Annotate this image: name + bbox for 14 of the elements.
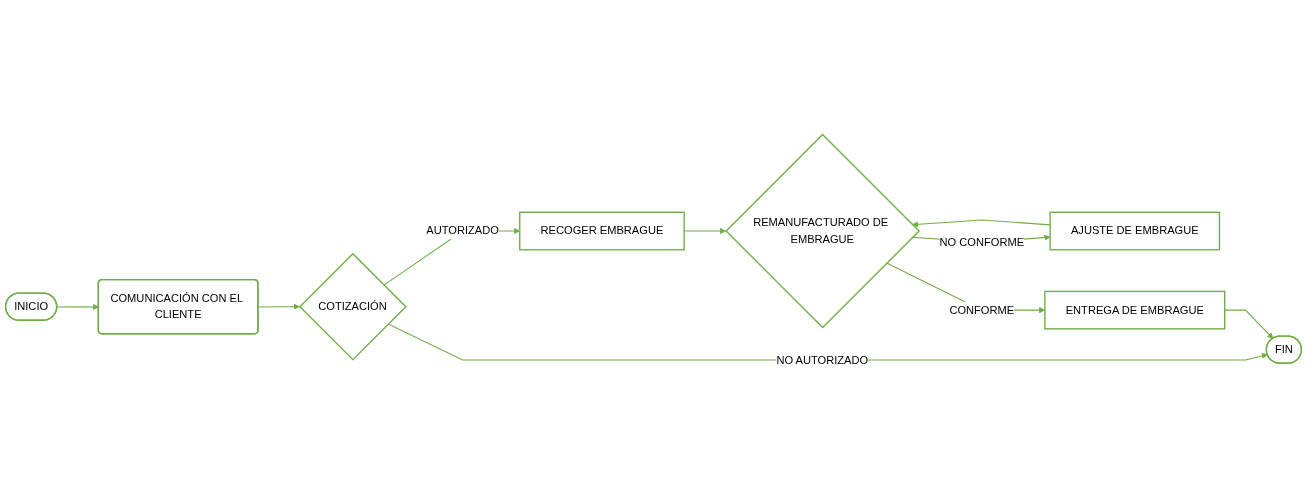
arrow xyxy=(912,218,1051,227)
node-diamond: COTIZACIÓN xyxy=(298,252,407,361)
arrow xyxy=(257,303,300,310)
edge-label: CONFORME xyxy=(949,303,1015,316)
arrow xyxy=(387,322,1268,361)
edge-label: NO AUTORIZADO xyxy=(776,353,869,366)
arrow xyxy=(1224,309,1274,339)
arrow xyxy=(56,303,99,310)
node-box: ENTREGA DE EMBRAGUE xyxy=(1044,290,1226,330)
edge-label: NO CONFORME xyxy=(939,235,1025,248)
node-box: RECOGER EMBRAGUE xyxy=(519,211,685,250)
node-box: AJUSTE DE EMBRAGUE xyxy=(1049,211,1221,250)
edge-label: AUTORIZADO xyxy=(426,224,499,237)
node-diamond: REMANUFACTURADO DE EMBRAGUE xyxy=(725,133,921,328)
